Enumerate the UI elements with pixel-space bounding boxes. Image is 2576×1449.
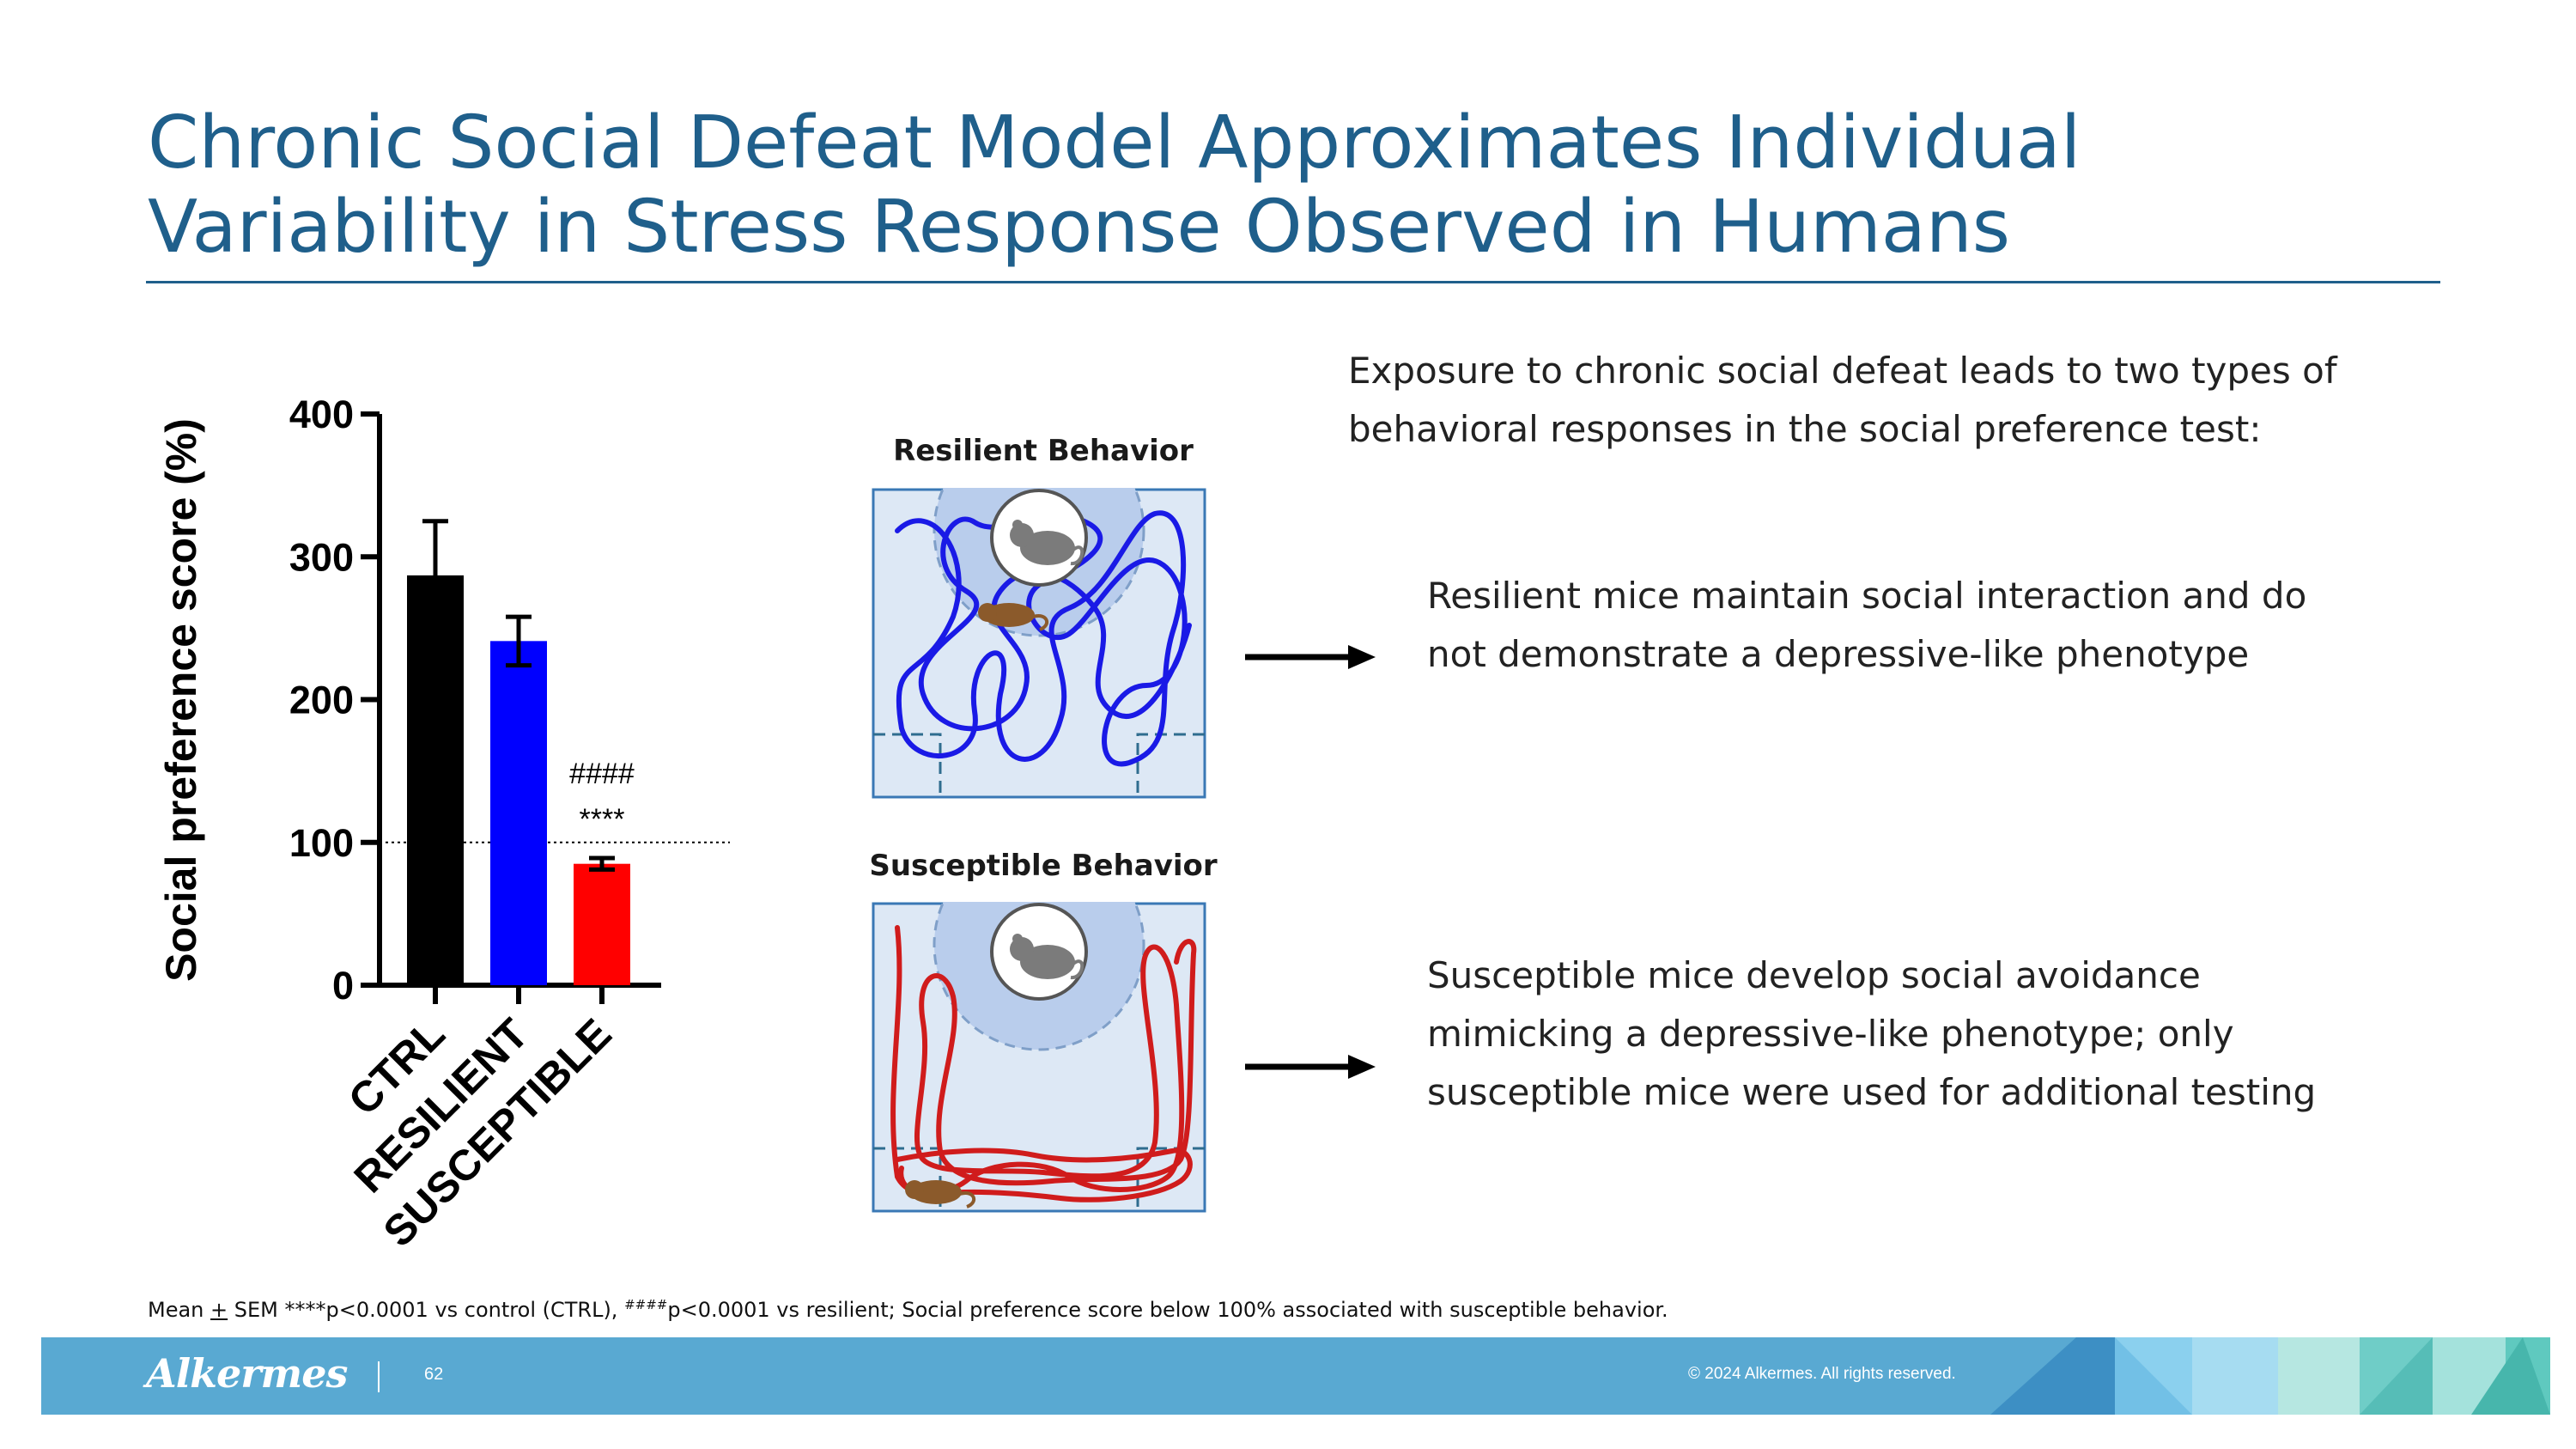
copyright: © 2024 Alkermes. All rights reserved. xyxy=(1688,1365,1956,1383)
title-line-1: Chronic Social Defeat Model Approximates… xyxy=(148,100,2081,186)
footnote: Mean + SEM ****p<0.0001 vs control (CTRL… xyxy=(148,1297,1668,1322)
y-tick-label: 300 xyxy=(289,535,354,579)
resilient-description: Resilient mice maintain social interacti… xyxy=(1427,575,2307,675)
footer-decoration xyxy=(1990,1337,2550,1415)
arrow-right-icon xyxy=(1245,645,1376,669)
alkermes-logo: Alkermes xyxy=(146,1350,348,1397)
significance-annotation: **** xyxy=(580,803,625,836)
footnote-part-3: p<0.0001 vs resilient; Social preference… xyxy=(667,1298,1668,1322)
social-preference-bar-chart: Social preference score (%) 0 100 200 300 40… xyxy=(157,393,730,1256)
bar-ctrl xyxy=(407,575,464,985)
y-tick-label: 0 xyxy=(332,964,354,1008)
susceptible-description: Susceptible mice develop social avoidanc… xyxy=(1427,954,2317,1113)
resilient-trace xyxy=(895,510,1192,767)
title-divider xyxy=(146,281,2440,283)
resilient-panel-title: Resilient Behavior xyxy=(893,434,1194,468)
footer-divider xyxy=(378,1361,380,1392)
intro-text: Exposure to chronic social defeat leads … xyxy=(1348,350,2337,450)
rat-icon xyxy=(990,903,1088,1001)
bar-resilient xyxy=(490,641,547,985)
significance-annotation: #### xyxy=(569,758,635,790)
mouse-icon xyxy=(978,603,1049,631)
bar-susceptible xyxy=(574,863,630,985)
y-tick-label: 100 xyxy=(289,821,354,865)
susceptible-panel-title: Susceptible Behavior xyxy=(869,849,1218,883)
footer-band: Alkermes 62 © 2024 Alkermes. All rights … xyxy=(41,1337,2550,1415)
y-axis-label: Social preference score (%) xyxy=(157,418,205,982)
y-tick-label: 200 xyxy=(289,679,354,722)
title-line-2: Variability in Stress Response Observed … xyxy=(148,185,2011,270)
footnote-part-2: SEM ****p<0.0001 vs control (CTRL), xyxy=(228,1298,625,1322)
footnote-superscript: #### xyxy=(624,1297,668,1312)
mouse-icon xyxy=(905,1180,976,1209)
susceptible-arena-diagram xyxy=(872,902,1206,1213)
y-tick-label: 400 xyxy=(289,393,354,436)
resilient-arena-diagram xyxy=(872,488,1206,799)
footnote-plus-minus: + xyxy=(210,1298,228,1322)
page-number: 62 xyxy=(424,1365,444,1384)
arrow-right-icon xyxy=(1245,1055,1376,1079)
corner-zones xyxy=(873,733,1205,797)
arena-box xyxy=(872,488,1206,799)
slide-title: Chronic Social Defeat Model Approximates… xyxy=(148,101,2415,270)
footnote-part-1: Mean xyxy=(148,1298,211,1322)
rat-icon xyxy=(990,489,1088,587)
